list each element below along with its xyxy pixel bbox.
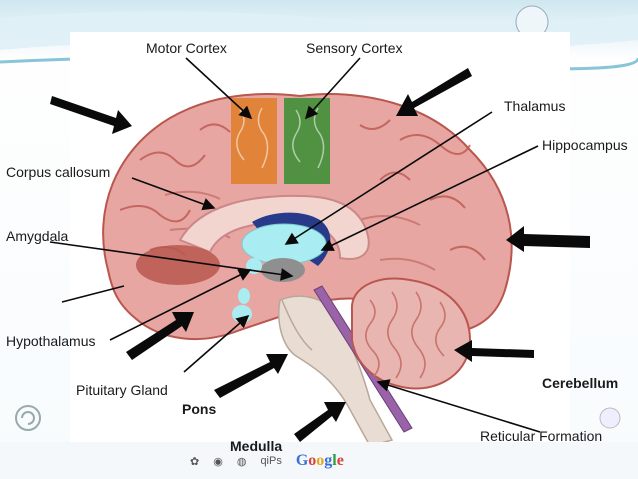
footer-logos: ✿ ◉ ◍ qiPs Google: [190, 448, 450, 474]
label-sensory-cortex: Sensory Cortex: [306, 40, 403, 56]
motor-cortex-region: [231, 98, 277, 184]
cerebellum-shape: [350, 277, 472, 390]
label-corpus-callosum: Corpus callosum: [6, 164, 111, 180]
block-arrows: [50, 68, 590, 442]
globe-logo-icon: ◍: [236, 455, 247, 468]
arrow-parietal-icon: [396, 68, 472, 116]
label-cerebellum: Cerebellum: [542, 375, 619, 391]
thalamus-shape: [241, 223, 327, 265]
pointer-lines: [49, 57, 541, 433]
arrow-occipital-icon: [506, 226, 590, 252]
back-icon[interactable]: [15, 405, 41, 431]
google-logo: Google: [296, 452, 344, 470]
label-reticular-formation: Reticular Formation: [480, 428, 603, 444]
label-thalamus: Thalamus: [504, 98, 566, 114]
label-pons: Pons: [182, 401, 217, 417]
pituitary-stalk: [238, 288, 250, 304]
www-icon[interactable]: [599, 407, 621, 429]
arrow-cerebellum-icon: [454, 340, 534, 362]
arrow-pons-icon: [214, 354, 288, 398]
google-letter: l: [332, 452, 337, 469]
hypothalamus-shape: [261, 258, 305, 282]
google-letter: g: [324, 452, 333, 469]
label-pituitary-gland: Pituitary Gland: [76, 382, 168, 398]
swirl-logo-icon: ✿: [190, 455, 200, 468]
google-letter: o: [316, 452, 325, 469]
psych-logo-icon: ◉: [213, 455, 223, 468]
arrow-frontal-icon: [50, 96, 132, 134]
qips-logo: qiPs: [260, 455, 282, 467]
label-amygdala: Amygdala: [6, 228, 69, 244]
label-motor-cortex: Motor Cortex: [146, 40, 227, 56]
google-letter: G: [295, 452, 309, 469]
arrow-medulla-icon: [294, 402, 346, 442]
google-letter: o: [308, 452, 317, 469]
label-medulla: Medulla: [230, 438, 283, 454]
footer-band: [0, 442, 638, 479]
amygdala-shape: [136, 245, 220, 285]
label-hypothalamus: Hypothalamus: [6, 333, 96, 349]
label-hippocampus: Hippocampus: [542, 137, 628, 153]
google-letter: e: [336, 452, 344, 469]
arrow-temporal-icon: [126, 312, 194, 360]
